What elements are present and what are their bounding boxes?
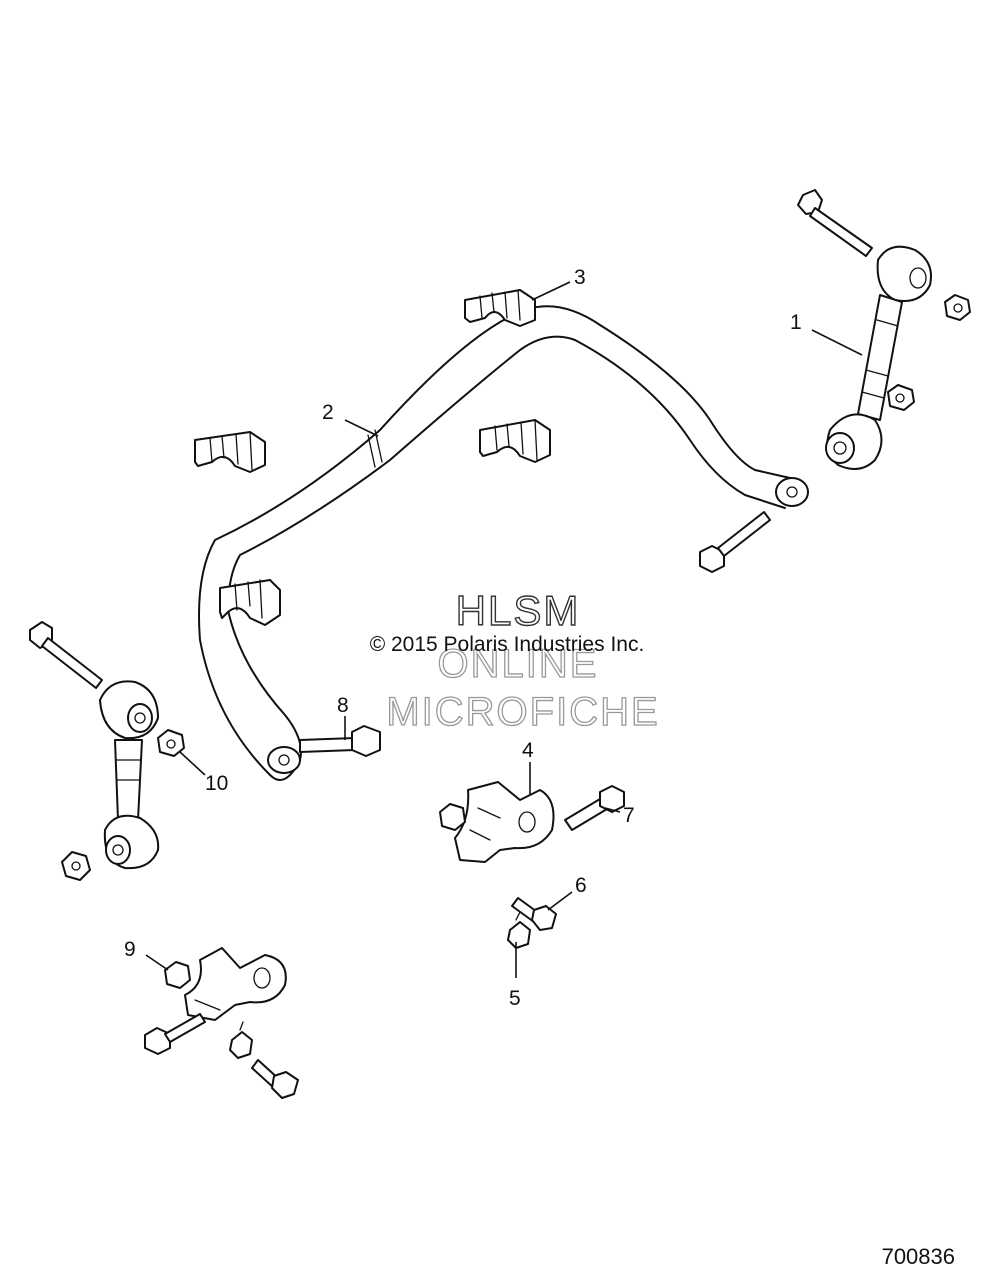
leader-6 — [547, 891, 573, 911]
callout-5: 5 — [509, 987, 521, 1010]
bushing-mid-left[interactable] — [194, 431, 266, 473]
end-link-left[interactable] — [99, 680, 160, 870]
callout-9: 9 — [124, 938, 136, 961]
bolt-7[interactable] — [564, 785, 625, 831]
bushing-lower[interactable] — [219, 579, 281, 626]
bushing-mid-right[interactable] — [479, 419, 551, 463]
callout-4: 4 — [522, 739, 534, 762]
bolt-top-right[interactable] — [797, 189, 873, 257]
bolt-bracket-9[interactable] — [144, 1013, 206, 1055]
bolt-left-lower[interactable] — [251, 1059, 299, 1099]
nut-left-10[interactable] — [157, 729, 185, 757]
callout-6: 6 — [575, 874, 587, 897]
bolt-8[interactable] — [299, 725, 381, 757]
callout-10: 10 — [205, 772, 228, 795]
bracket-9[interactable] — [184, 947, 287, 1021]
callout-3: 3 — [574, 266, 586, 289]
watermark-hlsm: HLSM — [456, 587, 581, 634]
nut-9[interactable] — [164, 961, 191, 989]
stabilizer-bar[interactable] — [198, 305, 809, 781]
diagram-id: 700836 — [882, 1244, 955, 1269]
end-link-1[interactable] — [825, 245, 932, 470]
leader-3 — [531, 281, 571, 301]
nut-bracket-4[interactable] — [439, 803, 466, 831]
callout-2: 2 — [322, 401, 334, 424]
leader-1 — [811, 329, 863, 356]
watermark-microfiche: MICROFICHE — [386, 690, 659, 734]
callout-1: 1 — [790, 311, 802, 334]
callout-8: 8 — [337, 694, 349, 717]
leader-2 — [344, 419, 379, 437]
nut-left-lower[interactable] — [61, 851, 91, 881]
watermark-online: ONLINE — [438, 642, 599, 686]
bolt-bar-right[interactable] — [699, 511, 771, 573]
bracket-4[interactable] — [454, 781, 555, 863]
bolt-6[interactable] — [511, 897, 557, 931]
bolt-top-left[interactable] — [29, 621, 103, 689]
nut-right-lower[interactable] — [887, 384, 915, 411]
leader-9 — [145, 954, 169, 971]
callout-7: 7 — [623, 804, 635, 827]
bushing-3-top[interactable] — [464, 289, 536, 327]
grease-fitting-5[interactable] — [507, 911, 531, 949]
leader-7 — [604, 807, 621, 813]
watermark-copyright: © 2015 Polaris Industries Inc. — [370, 633, 645, 656]
grease-fitting-left[interactable] — [229, 1021, 253, 1059]
leader-10 — [179, 751, 206, 776]
nut-right-upper[interactable] — [944, 294, 971, 321]
